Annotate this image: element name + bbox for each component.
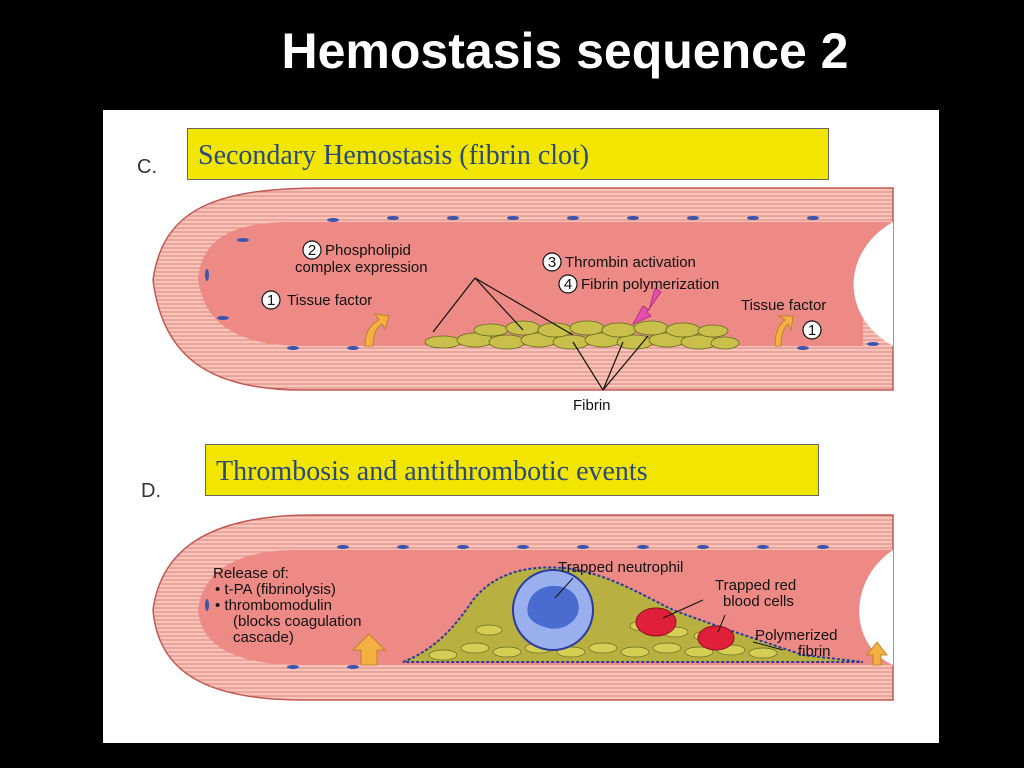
panel-d-letter: D. [141, 480, 161, 502]
endothelium-nuclei-c [205, 216, 879, 350]
fibrin-clot-c [424, 320, 740, 350]
fibrin-label: Fibrin [573, 397, 611, 414]
tpa-label: • t-PA (fibrinolysis) [215, 581, 336, 598]
tissue-factor-label-left: Tissue factor [287, 292, 372, 309]
panel-c-header: Secondary Hemostasis (fibrin clot) [187, 128, 829, 180]
thrombomodulin-label: • thrombomodulin [215, 597, 332, 614]
tissue-factor-arrow-left [364, 313, 390, 347]
phospholipid-label-line1: Phospholipid [325, 242, 411, 259]
polymerized-fibrin-label-line2: fibrin [798, 643, 831, 660]
blocks-coagulation-label: (blocks coagulation [233, 613, 361, 630]
panel-d-header: Thrombosis and antithrombotic events [205, 444, 819, 496]
panel-c-letter: C. [137, 156, 157, 178]
endothelium-nuclei-d [205, 545, 829, 669]
step-2-number: 2 [308, 242, 316, 259]
step-1-number-right: 1 [808, 322, 816, 339]
release-arrow [352, 633, 386, 666]
vessel-c: 2 Phospholipid complex expression 3 Thro… [152, 187, 894, 414]
thrombin-arrow [632, 287, 662, 325]
figure-panel: 2 Phospholipid complex expression 3 Thro… [103, 110, 939, 743]
vessel-d: Release of: • t-PA (fibrinolysis) • thro… [152, 514, 894, 701]
trapped-red-cell-2 [697, 625, 735, 651]
phospholipid-label-line2: complex expression [295, 259, 428, 276]
release-of-label: Release of: [213, 565, 289, 582]
tissue-factor-label-right: Tissue factor [741, 297, 826, 314]
thrombin-activation-label: Thrombin activation [565, 254, 696, 271]
trapped-red-cell-1 [635, 607, 677, 637]
step-3-number: 3 [548, 254, 556, 271]
step-1-number-left: 1 [267, 292, 275, 309]
trapped-red-label-line1: Trapped red [715, 577, 796, 594]
trapped-neutrophil [512, 569, 594, 651]
vessel-figure: 2 Phospholipid complex expression 3 Thro… [152, 187, 894, 701]
trapped-neutrophil-label: Trapped neutrophil [558, 559, 683, 576]
tissue-factor-arrow-right [774, 315, 794, 347]
pointer-lines-c [432, 277, 649, 391]
polymerized-fibrin-label-line1: Polymerized [755, 627, 838, 644]
slide-title: Hemostasis sequence 2 [281, 23, 849, 79]
cascade-label: cascade) [233, 629, 294, 646]
fibrin-polymerization-label: Fibrin polymerization [581, 276, 719, 293]
release-arrow-small [866, 641, 888, 666]
pointer-lines-d [554, 577, 784, 651]
step-4-number: 4 [564, 276, 572, 293]
trapped-red-label-line2: blood cells [723, 593, 794, 610]
